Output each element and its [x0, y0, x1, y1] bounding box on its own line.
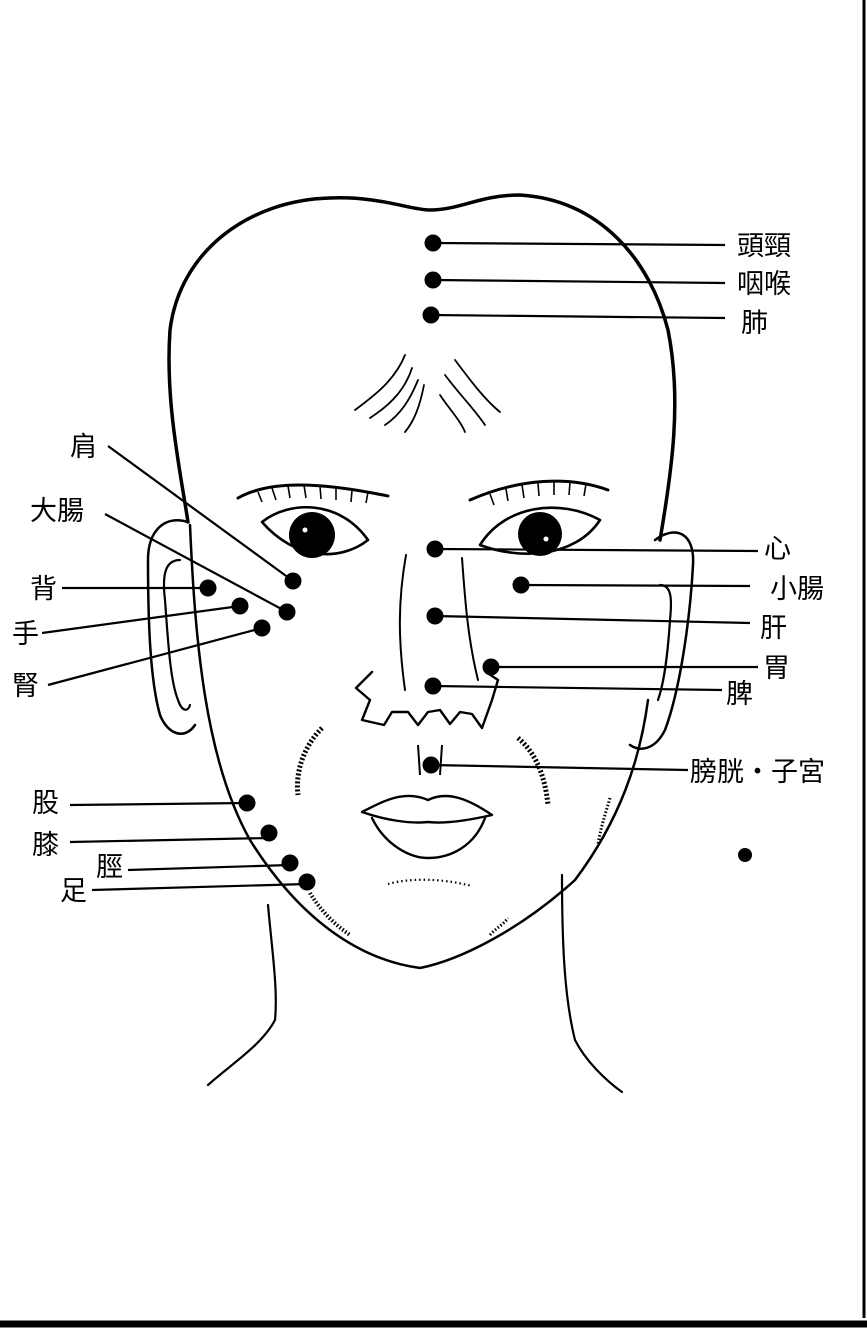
point-small-intestine — [512, 576, 530, 594]
point-hand — [231, 597, 249, 615]
leader-heart — [434, 547, 759, 553]
label-head-neck: 頭頸 — [737, 231, 791, 262]
nose-bridge-right — [461, 557, 479, 681]
label-small-intestine: 小腸 — [770, 574, 824, 605]
leader-shoulder — [107, 445, 294, 582]
right-eye-outline — [478, 506, 602, 555]
right-jaw-shading — [596, 797, 612, 846]
right-pupil — [518, 512, 562, 556]
point-back — [199, 579, 217, 597]
reflex-points — [41, 234, 759, 892]
leader-head-neck — [432, 241, 726, 247]
leader-large-intestine — [104, 513, 288, 613]
label-spleen: 脾 — [726, 679, 753, 710]
point-head-neck — [424, 234, 442, 252]
jaw-outline — [188, 523, 650, 970]
right-cheek-shading — [516, 736, 551, 806]
right-eyebrow — [468, 479, 610, 502]
chin-stubble — [387, 878, 473, 888]
brow-wrinkle-1 — [354, 354, 406, 411]
label-hand: 手 — [12, 619, 39, 650]
label-thigh: 股 — [32, 788, 59, 819]
left-ear — [146, 519, 197, 735]
label-heart: 心 — [764, 534, 791, 565]
left-cheek-shading — [294, 726, 324, 796]
leader-kidney — [47, 626, 263, 687]
left-pupil — [289, 512, 335, 558]
point-heart — [426, 540, 444, 558]
label-throat: 咽喉 — [737, 269, 791, 300]
leader-lung — [430, 313, 726, 320]
neck-left — [206, 903, 277, 1087]
label-knee: 膝 — [32, 830, 59, 861]
point-shin — [281, 854, 299, 872]
leader-liver — [434, 614, 751, 625]
label-bladder-uterus: 膀胱・子宮 — [690, 757, 825, 788]
point-shoulder — [284, 572, 302, 590]
left-eye-highlight — [302, 527, 308, 533]
leader-spleen — [432, 684, 723, 692]
label-shin: 脛 — [96, 852, 123, 883]
point-bladder-uterus — [422, 756, 440, 774]
philtrum-right — [439, 744, 443, 776]
nose-base — [354, 670, 500, 730]
point-spleen — [424, 677, 442, 695]
right-eyebrow-hairs — [489, 481, 587, 506]
point-lung — [422, 306, 440, 324]
point-kidney — [253, 619, 271, 637]
right-ear — [628, 531, 695, 750]
left-ear-inner — [162, 558, 192, 711]
leader-small-intestine — [520, 583, 751, 588]
label-kidney: 腎 — [12, 671, 39, 702]
right-eye-highlight — [543, 536, 549, 542]
leader-foot — [91, 882, 308, 892]
brow-wrinkle-7 — [454, 359, 501, 413]
label-liver: 肝 — [760, 613, 787, 644]
leader-bladder-uterus — [430, 763, 689, 772]
left-eyebrow-hairs — [257, 484, 369, 504]
point-throat — [424, 271, 442, 289]
label-lung: 肺 — [741, 308, 768, 339]
brow-wrinkle-3 — [384, 379, 419, 426]
left-jaw-shading — [308, 891, 352, 937]
point-large-intestine — [278, 603, 296, 621]
reflex-labels: 頭頸 咽喉 肺 心 小腸 肝 胃 脾 膀胱・子宮 肩 大腸 背 手 腎 股 膝 … — [12, 231, 825, 907]
left-eyebrow — [236, 483, 390, 500]
brow-wrinkle-6 — [444, 374, 486, 426]
brow-wrinkle-5 — [439, 394, 466, 433]
leader-hand — [41, 604, 241, 635]
leader-knee — [69, 836, 270, 844]
stray-dot — [738, 848, 752, 862]
neck-right — [560, 873, 624, 1094]
head-outline — [167, 193, 677, 542]
upper-lip — [360, 794, 494, 824]
label-back: 背 — [30, 574, 57, 605]
label-shoulder: 肩 — [70, 432, 97, 463]
philtrum-left — [417, 744, 421, 776]
label-large-intestine: 大腸 — [30, 496, 84, 527]
right-ear-inner — [656, 583, 673, 702]
nose-bridge-left — [398, 554, 407, 691]
face-drawing — [146, 193, 695, 1094]
brow-wrinkle-4 — [404, 384, 425, 433]
point-thigh — [238, 794, 256, 812]
point-knee — [260, 824, 278, 842]
point-liver — [426, 607, 444, 625]
lower-lip — [370, 816, 487, 860]
leader-throat — [432, 278, 726, 285]
point-stomach — [482, 658, 500, 676]
leader-shin — [127, 863, 291, 872]
label-stomach: 胃 — [763, 653, 790, 684]
leader-thigh — [69, 801, 248, 807]
brow-wrinkle-2 — [369, 367, 413, 419]
label-foot: 足 — [60, 876, 87, 907]
point-foot — [298, 873, 316, 891]
